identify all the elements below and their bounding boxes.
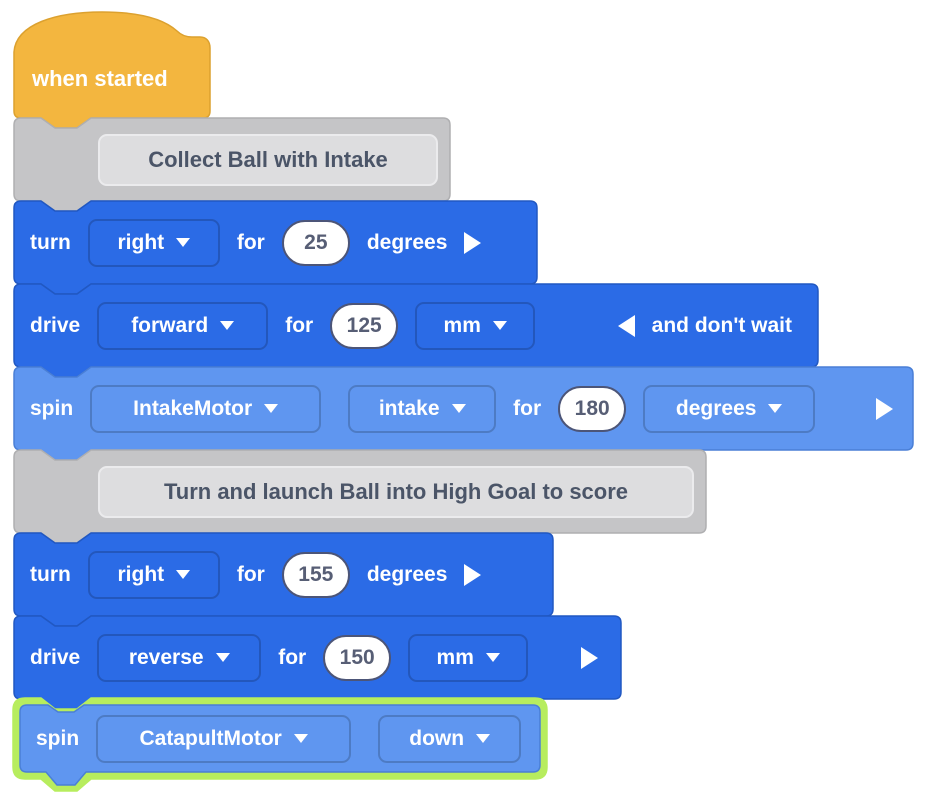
when-started-label: when started bbox=[32, 66, 168, 91]
chevron-down-icon bbox=[176, 238, 191, 247]
chevron-down-icon bbox=[485, 653, 500, 662]
spin-motor-dropdown[interactable]: CatapultMotor bbox=[96, 714, 352, 763]
spin-amount-input[interactable]: 180 bbox=[558, 385, 627, 432]
spin-direction-dropdown[interactable]: intake bbox=[348, 384, 497, 433]
drive-direction-dropdown[interactable]: reverse bbox=[97, 633, 262, 682]
comment-text-field[interactable]: Collect Ball with Intake bbox=[98, 133, 438, 186]
dropdown-value: mm bbox=[443, 313, 481, 337]
comment-text-field[interactable]: Turn and launch Ball into High Goal to s… bbox=[98, 465, 694, 518]
chevron-down-icon bbox=[476, 734, 491, 743]
spin-direction-dropdown[interactable]: down bbox=[378, 714, 522, 763]
chevron-down-icon bbox=[220, 321, 235, 330]
block-spin-2-highlighted[interactable]: spin CatapultMotor down bbox=[20, 705, 540, 772]
unit-label: degrees bbox=[366, 230, 448, 254]
collapse-arrow-icon[interactable] bbox=[617, 314, 635, 337]
turn-verb-label: turn bbox=[30, 230, 71, 254]
dropdown-value: CatapultMotor bbox=[139, 726, 282, 750]
comment-text: Turn and launch Ball into High Goal to s… bbox=[163, 478, 629, 504]
spin-verb-label: spin bbox=[36, 726, 80, 750]
dropdown-value: mm bbox=[436, 645, 474, 669]
expand-arrow-icon[interactable] bbox=[464, 231, 482, 254]
block-spin-1[interactable]: spin IntakeMotor intake for 180 degrees bbox=[14, 367, 913, 450]
block-drive-2[interactable]: drive reverse for 150 mm bbox=[14, 616, 621, 699]
dropdown-value: IntakeMotor bbox=[133, 396, 253, 420]
drive-verb-label: drive bbox=[30, 313, 81, 337]
dropdown-value: forward bbox=[131, 313, 209, 337]
dropdown-value: right bbox=[117, 230, 165, 254]
chevron-down-icon bbox=[768, 404, 783, 413]
chevron-down-icon bbox=[451, 404, 466, 413]
input-value: 25 bbox=[304, 230, 328, 254]
unit-label: degrees bbox=[366, 562, 448, 586]
block-when-started[interactable]: when started bbox=[14, 40, 210, 118]
for-label: for bbox=[278, 645, 307, 669]
dropdown-value: reverse bbox=[128, 645, 204, 669]
comment-text: Collect Ball with Intake bbox=[148, 146, 388, 172]
chevron-down-icon bbox=[264, 404, 279, 413]
turn-direction-dropdown[interactable]: right bbox=[87, 218, 220, 267]
chevron-down-icon bbox=[492, 321, 507, 330]
input-value: 150 bbox=[339, 645, 375, 669]
expand-arrow-icon[interactable] bbox=[876, 397, 893, 420]
chevron-down-icon bbox=[293, 734, 308, 743]
input-value: 125 bbox=[346, 313, 382, 337]
dropdown-value: degrees bbox=[675, 396, 757, 420]
dropdown-value: down bbox=[409, 726, 465, 750]
spin-motor-dropdown[interactable]: IntakeMotor bbox=[90, 384, 322, 433]
for-label: for bbox=[285, 313, 314, 337]
shape-drive-2[interactable] bbox=[13, 615, 622, 710]
drive-verb-label: drive bbox=[30, 645, 81, 669]
spin-verb-label: spin bbox=[30, 396, 74, 420]
dropdown-value: right bbox=[117, 562, 165, 586]
block-turn-2[interactable]: turn right for 155 degrees bbox=[14, 533, 553, 616]
for-label: for bbox=[236, 230, 265, 254]
block-drive-1[interactable]: drive forward for 125 mm and don't wait bbox=[14, 284, 818, 367]
turn-degrees-input[interactable]: 155 bbox=[281, 551, 350, 598]
expand-arrow-icon[interactable] bbox=[581, 646, 598, 669]
turn-direction-dropdown[interactable]: right bbox=[87, 550, 220, 599]
spin-unit-dropdown[interactable]: degrees bbox=[643, 384, 816, 433]
for-label: for bbox=[513, 396, 542, 420]
chevron-down-icon bbox=[215, 653, 230, 662]
chevron-down-icon bbox=[176, 570, 191, 579]
turn-verb-label: turn bbox=[30, 562, 71, 586]
shape-spin-1[interactable] bbox=[13, 366, 914, 461]
drive-unit-dropdown[interactable]: mm bbox=[408, 633, 529, 682]
shape-spin-2[interactable] bbox=[19, 704, 541, 786]
block-comment-1[interactable]: Collect Ball with Intake bbox=[14, 118, 450, 201]
input-value: 180 bbox=[574, 396, 610, 420]
block-comment-2[interactable]: Turn and launch Ball into High Goal to s… bbox=[14, 450, 706, 533]
drive-distance-input[interactable]: 150 bbox=[323, 634, 392, 681]
input-value: 155 bbox=[298, 562, 334, 586]
for-label: for bbox=[236, 562, 265, 586]
dont-wait-label: and don't wait bbox=[651, 313, 792, 337]
dropdown-value: intake bbox=[378, 396, 440, 420]
expand-arrow-icon[interactable] bbox=[464, 563, 482, 586]
block-turn-1[interactable]: turn right for 25 degrees bbox=[14, 201, 537, 284]
drive-unit-dropdown[interactable]: mm bbox=[415, 301, 536, 350]
turn-degrees-input[interactable]: 25 bbox=[281, 219, 350, 266]
drive-direction-dropdown[interactable]: forward bbox=[97, 301, 269, 350]
drive-distance-input[interactable]: 125 bbox=[330, 302, 399, 349]
